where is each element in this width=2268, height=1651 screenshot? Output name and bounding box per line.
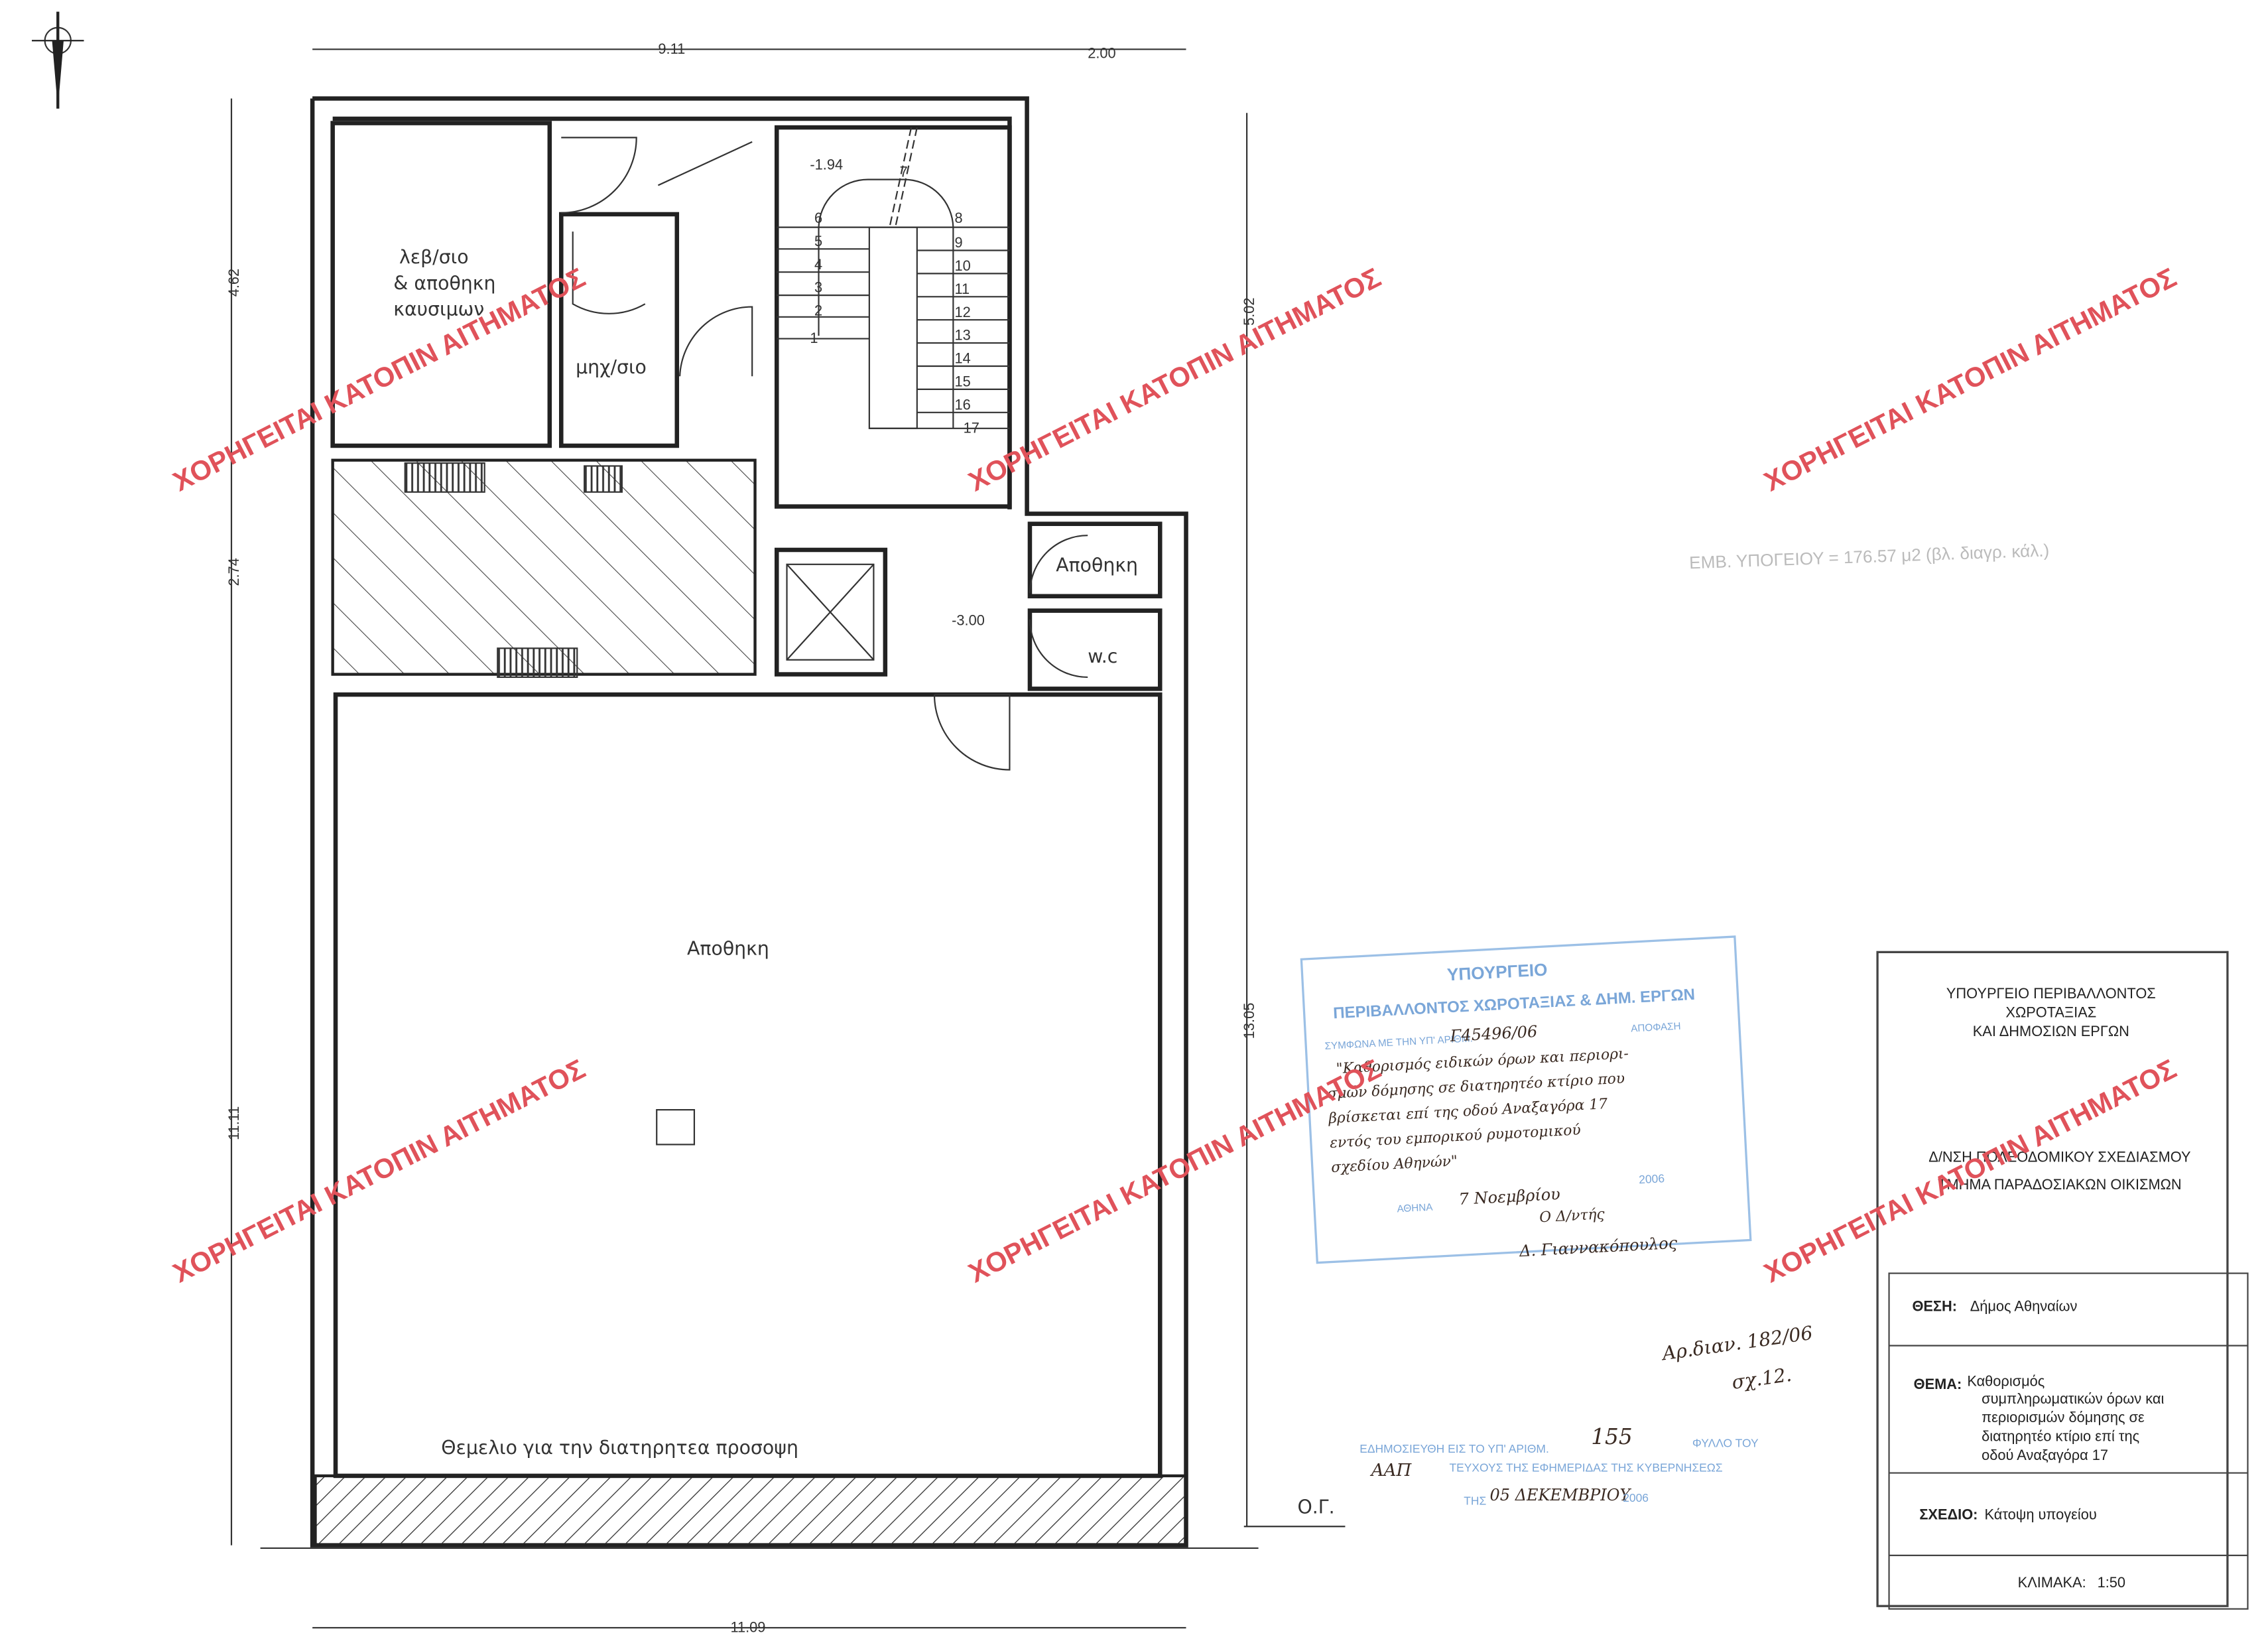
svg-text:ΤΕΥΧΟΥΣ ΤΗΣ ΕΦΗΜΕΡΙΔΑΣ ΤΗΣ ΚΥΒ: ΤΕΥΧΟΥΣ ΤΗΣ ΕΦΗΜΕΡΙΔΑΣ ΤΗΣ ΚΥΒΕΡΝΗΣΕΩΣ [1449,1461,1722,1474]
svg-text:11: 11 [955,281,970,297]
svg-text:16: 16 [955,396,971,413]
svg-text:14: 14 [955,350,971,367]
svg-text:ΧΟΡΗΓΕΙΤΑΙ ΚΑΤΟΠΙΝ ΑΙΤΗΜΑΤΟΣ: ΧΟΡΗΓΕΙΤΑΙ ΚΑΤΟΠΙΝ ΑΙΤΗΜΑΤΟΣ [964,1053,1386,1288]
svg-text:7 Νοεμβρίου: 7 Νοεμβρίου [1458,1185,1560,1209]
svg-text:15: 15 [955,373,971,390]
svg-text:Κάτοψη υπογείου: Κάτοψη υπογείου [1985,1506,2097,1522]
svg-text:3: 3 [814,279,822,296]
svg-text:Γ45496/06: Γ45496/06 [1449,1022,1538,1045]
svg-text:155: 155 [1591,1424,1632,1449]
main-storage-room [333,692,1163,1479]
svg-text:2: 2 [814,302,822,319]
small-storage-room [1027,521,1163,599]
svg-text:7: 7 [900,163,908,180]
north-arrow-icon [31,11,84,109]
svg-text:ΥΠΟΥΡΓΕΙΟ ΠΕΡΙΒΑΛΛΟΝΤΟΣ: ΥΠΟΥΡΓΕΙΟ ΠΕΡΙΒΑΛΛΟΝΤΟΣ [1946,985,2156,1002]
svg-text:συμπληρωματικών όρων και: συμπληρωματικών όρων και [1982,1390,2164,1407]
svg-text:Δ. Γιαννακόπουλος: Δ. Γιαννακόπουλος [1518,1234,1678,1261]
wc-room [1027,608,1163,691]
svg-text:ΧΟΡΗΓΕΙΤΑΙ ΚΑΤΟΠΙΝ ΑΙΤΗΜΑΤΟΣ: ΧΟΡΗΓΕΙΤΑΙ ΚΑΤΟΠΙΝ ΑΙΤΗΜΑΤΟΣ [1759,261,2181,497]
dim-top-left: 9.11 [658,40,685,57]
svg-text:5: 5 [814,233,822,249]
svg-text:Δ/ΝΣΗ ΠΟΛΕΟΔΟΜΙΚΟΥ ΣΧΕΔΙΑΣΜΟΥ: Δ/ΝΣΗ ΠΟΛΕΟΔΟΜΙΚΟΥ ΣΧΕΔΙΑΣΜΟΥ [1928,1149,2191,1165]
publication-stamp: ΕΔΗΜΟΣΙΕΥΘΗ ΕΙΣ ΤΟ ΥΠ' ΑΡΙΘΜ. 155 ΦΥΛΛΟ … [1359,1424,1759,1508]
boiler-room-label: & αποθηκη [393,272,495,294]
svg-text:1: 1 [810,330,818,346]
svg-text:ΠΕΡΙΒΑΛΛΟΝΤΟΣ ΧΩΡΟΤΑΞΙΑΣ & ΔΗΜ: ΠΕΡΙΒΑΛΛΟΝΤΟΣ ΧΩΡΟΤΑΞΙΑΣ & ΔΗΜ. ΕΡΓΩΝ [1333,986,1696,1023]
svg-text:ΑΠΟΦΑΣΗ: ΑΠΟΦΑΣΗ [1631,1021,1681,1035]
svg-text:ΑΑΠ: ΑΑΠ [1370,1461,1413,1481]
svg-text:ΚΑΙ ΔΗΜΟΣΙΩΝ ΕΡΓΩΝ: ΚΑΙ ΔΗΜΟΣΙΩΝ ΕΡΓΩΝ [1973,1023,2129,1039]
hatched-area [331,458,757,676]
machine-room-label: μηχ/σιο [576,356,647,378]
svg-text:1:50: 1:50 [2098,1574,2125,1591]
stair-step-numbers: 1 2 3 4 5 6 7 8 9 10 11 12 13 14 15 16 1… [810,163,979,436]
svg-text:ΕΔΗΜΟΣΙΕΥΘΗ ΕΙΣ ΤΟ ΥΠ' ΑΡΙΘΜ.: ΕΔΗΜΟΣΙΕΥΘΗ ΕΙΣ ΤΟ ΥΠ' ΑΡΙΘΜ. [1359,1442,1549,1455]
svg-text:διατηρητέο κτίριο επί της: διατηρητέο κτίριο επί της [1982,1428,2139,1445]
vent-grille [497,647,578,679]
dim-left-2: 2.74 [225,558,242,586]
svg-text:σχεδίου Αθηνών": σχεδίου Αθηνών" [1331,1153,1458,1176]
vent-grille [404,462,485,493]
svg-text:Ο Δ/ντής: Ο Δ/ντής [1539,1206,1606,1226]
wc-label: w.c [1088,645,1117,667]
dimension-lines [230,48,1346,1629]
svg-text:ΣΧΕΔΙΟ:: ΣΧΕΔΙΟ: [1919,1506,1978,1522]
svg-text:2006: 2006 [1639,1171,1665,1186]
svg-text:ΘΕΣΗ:: ΘΕΣΗ: [1912,1297,1957,1314]
approval-stamp: ΥΠΟΥΡΓΕΙΟ ΠΕΡΙΒΑΛΛΟΝΤΟΣ ΧΩΡΟΤΑΞΙΑΣ & ΔΗΜ… [1300,935,1752,1264]
svg-text:ΤΜΗΜΑ ΠΑΡΑΔΟΣΙΑΚΩΝ ΟΙΚΙΣΜΩΝ: ΤΜΗΜΑ ΠΑΡΑΔΟΣΙΑΚΩΝ ΟΙΚΙΣΜΩΝ [1938,1176,2182,1193]
svg-text:4: 4 [814,256,822,273]
svg-text:ΚΛΙΜΑΚΑ:: ΚΛΙΜΑΚΑ: [2018,1574,2086,1591]
svg-text:ΘΕΜΑ:: ΘΕΜΑ: [1914,1376,1962,1392]
dim-left-3: 11.11 [225,1106,242,1140]
svg-text:ΑΘΗΝΑ: ΑΘΗΝΑ [1397,1202,1434,1215]
vent-grille [584,465,623,493]
landing-level: -3.00 [952,612,985,628]
svg-text:05 ΔΕΚΕΜΒΡΙΟΥ: 05 ΔΕΚΕΜΒΡΙΟΥ [1490,1486,1632,1504]
svg-text:10: 10 [955,257,971,274]
svg-text:9: 9 [955,234,963,251]
building-line-label: Ο.Γ. [1297,1496,1334,1518]
svg-text:οδού Αναξαγόρα 17: οδού Αναξαγόρα 17 [1982,1447,2108,1463]
small-storage-label: Αποθηκη [1056,555,1138,576]
dim-top-right: 2.00 [1088,44,1115,61]
svg-text:ΧΩΡΟΤΑΞΙΑΣ: ΧΩΡΟΤΑΞΙΑΣ [2005,1004,2096,1020]
boiler-room [330,121,552,448]
stair-level: -1.94 [810,156,843,172]
svg-text:12: 12 [955,304,971,320]
svg-text:8: 8 [955,210,963,226]
svg-text:εντός του εμπορικού ρυμοτομικο: εντός του εμπορικού ρυμοτομικού [1330,1122,1582,1152]
svg-text:ΤΗΣ: ΤΗΣ [1464,1494,1486,1508]
foundation-note: Θεμελιο για την διατηρητεα προσοψη [441,1437,798,1459]
svg-text:17: 17 [964,419,979,436]
svg-text:13: 13 [955,327,971,344]
main-storage-label: Αποθηκη [687,938,769,960]
dim-left-1: 4.62 [225,269,242,297]
boiler-room-label: καυσιμων [393,298,484,320]
foundation-strip [314,1474,1188,1547]
svg-text:Δήμος Αθηναίων: Δήμος Αθηναίων [1970,1297,2078,1314]
svg-text:Καθορισμός: Καθορισμός [1967,1373,2045,1390]
dim-bottom: 11.09 [730,1618,765,1635]
watermarks: ΧΟΡΗΓΕΙΤΑΙ ΚΑΤΟΠΙΝ ΑΙΤΗΜΑΤΟΣ ΧΟΡΗΓΕΙΤΑΙ … [168,261,2181,1288]
elevator-shaft [774,547,888,677]
area-note: ΕΜΒ. ΥΠΟΓΕΙΟΥ = 176.57 μ2 (βλ. διαγρ. κά… [1689,540,2050,572]
svg-text:2006: 2006 [1623,1491,1649,1504]
dim-right-1: 5.02 [1241,297,1257,325]
svg-text:περιορισμών δόμησης σε: περιορισμών δόμησης σε [1982,1409,2145,1425]
boiler-room-label: λεβ/σιο [399,246,469,268]
staircase [777,127,1010,429]
svg-text:ΥΠΟΥΡΓΕΙΟ: ΥΠΟΥΡΓΕΙΟ [1446,959,1548,984]
machine-room [559,212,680,448]
svg-text:ΦΥΛΛΟ ΤΟΥ: ΦΥΛΛΟ ΤΟΥ [1692,1436,1759,1449]
door-swings [561,137,1088,771]
dim-right-2: 13.05 [1241,1003,1257,1039]
svg-text:6: 6 [814,210,822,226]
svg-text:ΧΟΡΗΓΕΙΤΑΙ ΚΑΤΟΠΙΝ ΑΙΤΗΜΑΤΟΣ: ΧΟΡΗΓΕΙΤΑΙ ΚΑΤΟΠΙΝ ΑΙΤΗΜΑΤΟΣ [1759,1053,2181,1288]
handwritten-reference: σχ.12. [1730,1364,1793,1394]
handwritten-reference: Αρ.διαν. 182/06 [1659,1322,1814,1365]
column [656,1109,696,1146]
title-block: ΥΠΟΥΡΓΕΙΟ ΠΕΡΙΒΑΛΛΟΝΤΟΣ ΧΩΡΟΤΑΞΙΑΣ ΚΑΙ Δ… [1876,951,2249,1610]
